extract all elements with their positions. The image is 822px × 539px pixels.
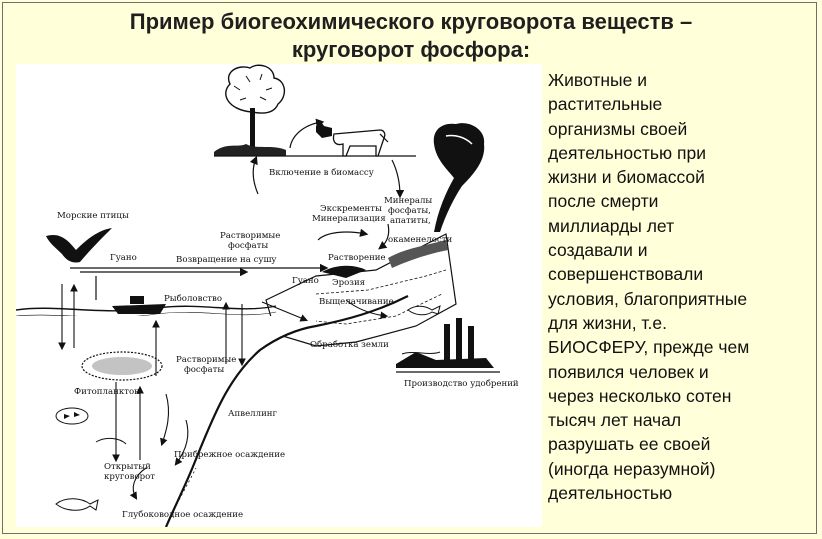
fish-icon [407,305,441,316]
label-excrements-1: Экскременты [320,204,382,214]
description-line: появился человек и [548,361,709,382]
label-dissolution: Растворение [328,253,386,263]
label-soluble-phosphates-sea-2: фосфаты [184,365,224,375]
label-phytoplankton: Фитопланктон [74,387,140,397]
label-leaching: Выщелачивание [319,297,394,307]
description-line: после смерти [548,191,659,212]
label-soluble-phosphates-2: фосфаты [228,241,268,251]
description-line: Животные и [548,70,648,90]
label-open-cycle-2: круговорот [104,472,155,482]
description-line: через несколько сотен [548,385,732,406]
description-line: создавали и [548,240,648,261]
description-line: организмы своей [548,118,688,139]
label-coastal-deposition: Прибрежное осаждение [174,449,285,460]
description-line: условия, благоприятные [548,288,748,309]
label-open-cycle-1: Открытый [104,462,151,472]
description-line: совершенствовали [548,264,704,285]
fish-school-icon [55,407,127,511]
label-fishing: Рыболовство [164,293,222,304]
description-line: деятельностью при [548,142,706,163]
label-tillage: Обработка земли [310,339,389,350]
label-excrements-2: Минерализация [312,214,386,224]
label-deep-deposition: Глубоководное осаждение [122,509,243,520]
label-soluble-phosphates-1: Растворимые [220,231,280,241]
label-fertilizer-production: Производство удобрений [404,378,519,389]
label-soluble-phosphates-sea-1: Растворимые [176,355,236,365]
cow-icon [316,120,389,157]
label-biomass: Включение в биомассу [269,167,374,178]
slide-title-line-2: круговорот фосфора: [291,37,531,62]
label-seabirds: Морские птицы [57,211,129,221]
label-return-to-land: Возвращение на сушу [176,255,277,265]
phosphorus-cycle-svg: Включение в биомассу Экскременты Минерал… [16,64,519,527]
slide-title: Пример биогеохимического круговорота вещ… [0,8,822,64]
boat-icon [112,296,166,314]
label-guano-2: Гуано [292,276,319,286]
description-line: (иногда неразумной) [548,458,716,479]
slide-frame [2,2,817,534]
description-line: тысяч лет начал [548,410,682,431]
description-text: Животные и растительные организмы своей … [548,68,818,505]
phytoplankton-icon [81,351,163,381]
label-minerals-4: окаменелости [388,235,452,245]
plume-icon [433,123,485,232]
description-line: жизни и биомассой [548,167,705,188]
label-guano: Гуано [110,253,137,263]
label-minerals-3: апатиты, [390,216,431,226]
label-upwelling: Апвеллинг [228,409,278,419]
seabird-icon [46,228,112,263]
slide-title-line-1: Пример биогеохимического круговорота вещ… [129,9,693,34]
factory-icon [396,318,494,368]
label-minerals-1: Минералы [384,196,432,206]
description-line: миллиарды лет [548,215,675,236]
tree-icon [214,64,286,156]
label-minerals-2: фосфаты, [388,206,431,216]
description-line: БИОСФЕРУ, прежде чем [548,337,750,358]
phosphorus-cycle-diagram: Включение в биомассу Экскременты Минерал… [16,64,542,527]
description-line: деятельностью [548,483,673,504]
description-line: растительные [548,94,663,115]
description-line: разрушать ее своей [548,434,711,455]
label-erosion: Эрозия [332,278,365,288]
description-line: для жизни, т.е. [548,312,667,333]
